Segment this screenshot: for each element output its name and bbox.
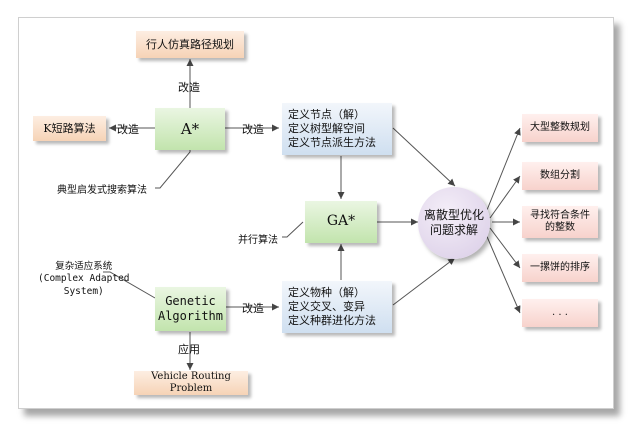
- a-star-label: A*: [180, 119, 200, 138]
- output-box-4: 一摞饼的排序: [522, 254, 598, 282]
- output-5-label: . . .: [552, 306, 568, 318]
- arrow-discrete-to-out5: [484, 231, 521, 314]
- discrete-circle: 离散型优化 问题求解: [418, 187, 490, 259]
- line-heuristic: [155, 150, 191, 189]
- output-4-label: 一摞饼的排序: [530, 261, 590, 273]
- def-species-box: 定义物种（解） 定义交叉、变异 定义种群进化方法: [282, 281, 392, 333]
- parallel-label: 并行算法: [238, 235, 278, 246]
- output-1-label: 大型整数规划: [530, 121, 590, 133]
- vrp-label: Vehicle Routing Problem: [151, 370, 231, 395]
- output-box-5: . . .: [522, 299, 598, 327]
- def-node-line2: 定义树型解空间: [288, 122, 365, 136]
- output-2-label: 数组分割: [540, 169, 580, 181]
- discrete-line2: 问题求解: [429, 223, 478, 237]
- ga-star-label: GA*: [326, 213, 356, 230]
- def-species-line2: 定义交叉、变异: [288, 300, 365, 314]
- ped-path-label: 行人仿真路径规划: [146, 37, 234, 51]
- genetic-line1: Genetic: [165, 294, 216, 308]
- k-short-label: K短路算法: [43, 121, 96, 135]
- output-box-2: 数组分割: [522, 162, 598, 190]
- vrp-box: Vehicle Routing Problem: [134, 371, 248, 395]
- edge-label-apply: 应用: [178, 343, 200, 356]
- arrow-defnode-to-discrete: [392, 127, 456, 187]
- output-box-1: 大型整数规划: [522, 114, 598, 142]
- def-node-box: 定义节点（解） 定义树型解空间 定义节点派生方法: [282, 103, 392, 155]
- heuristic-label: 典型启发式搜索算法: [57, 185, 147, 196]
- genetic-algorithm-box: Genetic Algorithm: [155, 287, 226, 331]
- genetic-line2: Algorithm: [157, 309, 224, 323]
- arrow-discrete-to-out4: [489, 227, 521, 269]
- def-species-line1: 定义物种（解）: [288, 286, 365, 300]
- complex-line2: (Complex Adapted: [38, 273, 130, 285]
- edge-label-right-top: 改造: [242, 123, 264, 136]
- def-species-line3: 定义种群进化方法: [288, 313, 376, 327]
- def-node-line3: 定义节点派生方法: [288, 135, 376, 149]
- complex-system-label: 复杂适应系统 (Complex Adapted System): [38, 261, 130, 298]
- k-short-box: K短路算法: [33, 116, 106, 141]
- a-star-box: A*: [155, 108, 225, 150]
- arrow-discrete-to-out2: [489, 175, 521, 219]
- edge-label-right-bottom: 改造: [242, 302, 264, 315]
- ga-star-box: GA*: [305, 201, 377, 243]
- complex-line1: 复杂适应系统: [55, 261, 113, 272]
- arrow-discrete-to-out1: [484, 127, 521, 216]
- complex-line3: System): [63, 285, 104, 297]
- edge-label-left: 改造: [117, 123, 139, 136]
- line-complex: [103, 271, 156, 299]
- edge-label-up: 改造: [178, 81, 200, 94]
- line-parallel: [282, 221, 304, 238]
- output-box-3: 寻找符合条件 的整数: [522, 206, 598, 238]
- discrete-line1: 离散型优化: [423, 208, 484, 222]
- output-3-line2: 的整数: [545, 222, 575, 233]
- ped-path-box: 行人仿真路径规划: [136, 31, 244, 58]
- arrow-defspecies-to-discrete: [392, 257, 456, 306]
- output-3-line1: 寻找符合条件: [530, 209, 590, 221]
- def-node-line1: 定义节点（解）: [288, 108, 365, 122]
